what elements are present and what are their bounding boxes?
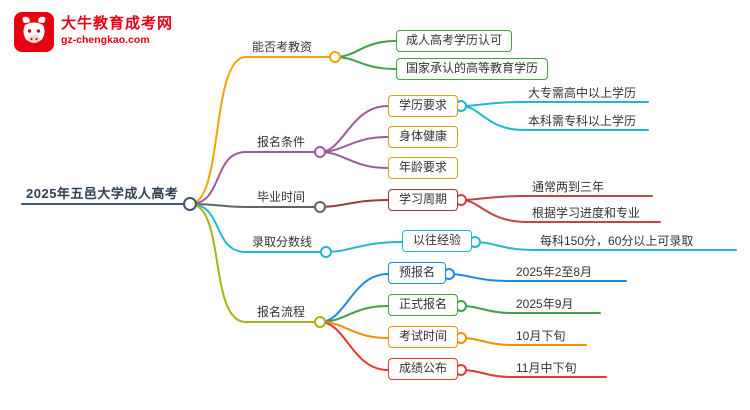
branch-requirements-label: 报名条件 xyxy=(257,135,306,149)
node-state-recognized: 国家承认的高等教育学历 xyxy=(396,58,548,80)
node-pre-registration: 预报名 xyxy=(388,262,446,284)
logo-text: 大牛教育成考网 gz-chengkao.com xyxy=(61,12,173,48)
leaf-two-three-years: 通常两到三年 xyxy=(532,180,605,194)
node-score-release: 成绩公布 xyxy=(388,358,458,380)
leaf-junior-college-requirement: 大专需高中以上学历 xyxy=(528,86,637,100)
branch-score-line-label: 录取分数线 xyxy=(252,235,313,249)
node-adult-exam-recognized: 成人高考学历认可 xyxy=(396,30,512,52)
leaf-score-release-date: 11月中下旬 xyxy=(516,361,577,375)
link-education-bachelor xyxy=(460,105,649,131)
link-requirements-education xyxy=(319,105,389,153)
branch-graduation-time-label: 毕业时间 xyxy=(257,190,306,204)
mindmap-root-label: 2025年五邑大学成人高考 xyxy=(26,186,179,201)
teacher-cert-node-circle xyxy=(329,51,341,63)
leaf-formal-registration-date: 2025年9月 xyxy=(516,297,574,311)
branch-teacher-cert-label: 能否考教资 xyxy=(252,40,313,54)
brand-name: 大牛教育成考网 xyxy=(61,15,174,32)
process-node-circle xyxy=(314,316,326,328)
leaf-score-rule: 每科150分，60分以上可录取 xyxy=(540,234,694,248)
link-root-requirements xyxy=(189,151,317,205)
node-past-experience: 以往经验 xyxy=(402,230,472,252)
leaf-exam-date: 10月下旬 xyxy=(516,329,566,343)
leaf-bachelor-requirement: 本科需专科以上学历 xyxy=(528,114,637,128)
brand-domain: gz-chengkao.com xyxy=(61,34,150,46)
leaf-depends-progress: 根据学习进度和专业 xyxy=(532,206,641,220)
score-line-node-circle xyxy=(320,246,332,258)
link-study-period-progress xyxy=(460,199,661,223)
node-exam-time: 考试时间 xyxy=(388,326,458,348)
branch-process-label: 报名流程 xyxy=(257,305,306,319)
link-score-line-experience xyxy=(325,241,403,253)
node-education-requirement: 学历要求 xyxy=(388,95,458,117)
root-node-circle xyxy=(183,197,197,211)
node-formal-registration: 正式报名 xyxy=(388,294,458,316)
site-logo: 大牛教育成考网 gz-chengkao.com xyxy=(14,12,173,52)
link-root-score-line xyxy=(189,203,323,253)
link-graduation-study-period xyxy=(319,199,389,208)
link-education-junior-college xyxy=(460,101,649,107)
node-health-requirement: 身体健康 xyxy=(388,126,458,148)
node-age-requirement: 年龄要求 xyxy=(388,157,458,179)
graduation-node-circle xyxy=(314,201,326,213)
bull-icon xyxy=(14,12,54,52)
link-requirements-age xyxy=(319,151,389,169)
link-experience-score-rule xyxy=(474,241,737,251)
link-process-pre-registration xyxy=(319,273,389,323)
link-root-teacher-cert xyxy=(189,56,332,205)
link-study-period-years xyxy=(460,195,653,201)
link-teacher-cert-recognized xyxy=(334,40,397,58)
link-teacher-cert-state xyxy=(334,56,397,70)
link-root-process xyxy=(189,203,317,323)
requirements-node-circle xyxy=(314,146,326,158)
link-pre-registration-date xyxy=(448,273,627,282)
link-root-graduation-time xyxy=(189,203,317,208)
link-process-score-release xyxy=(319,321,389,371)
node-study-period: 学习周期 xyxy=(388,189,458,211)
leaf-pre-registration-date: 2025年2至8月 xyxy=(516,265,593,279)
